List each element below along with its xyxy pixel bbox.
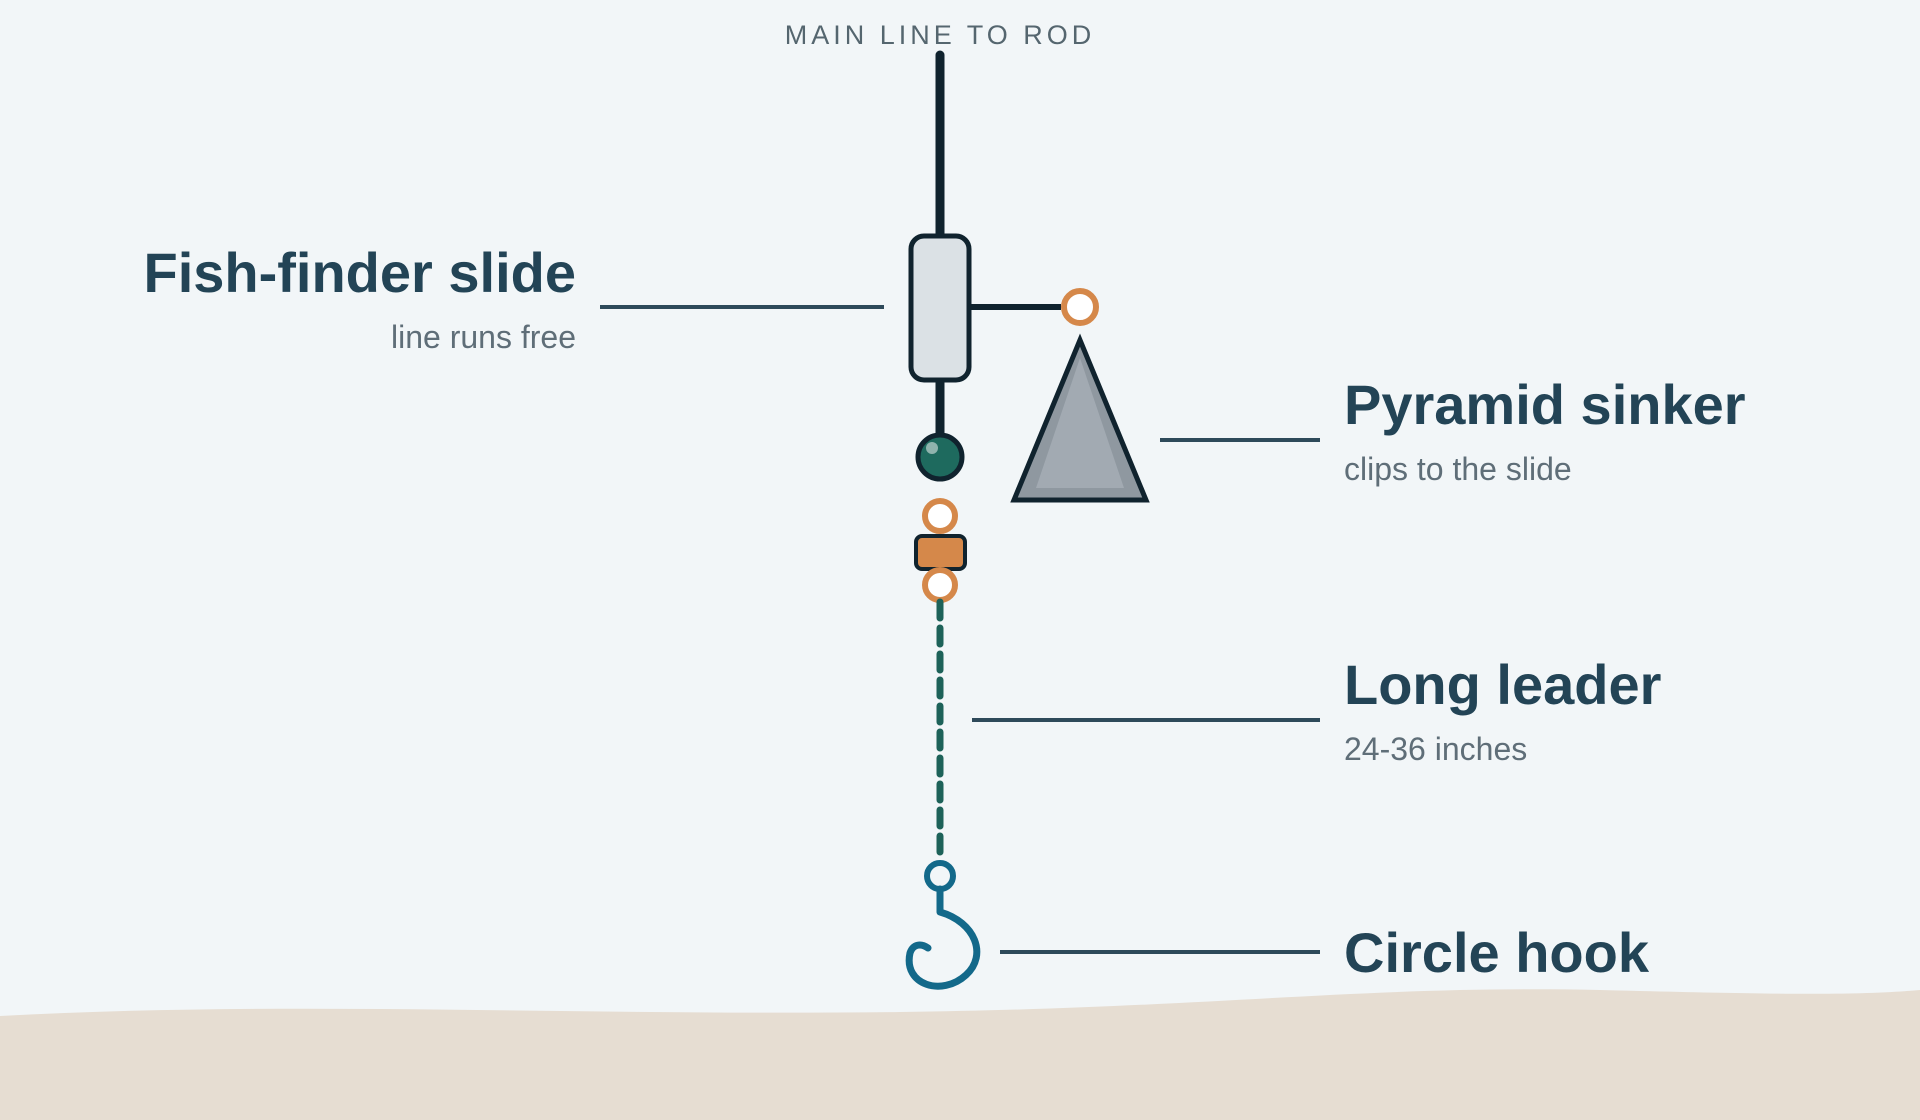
sinker-title: Pyramid sinker: [1344, 373, 1746, 436]
swivel-barrel: [914, 534, 967, 571]
swivel-top-ring: [922, 498, 958, 534]
hook-eye: [924, 860, 956, 892]
sand-bottom: [0, 989, 1920, 1120]
main-line-label: MAIN LINE TO ROD: [785, 20, 1096, 50]
slide-title: Fish-finder slide: [144, 241, 577, 304]
bead-highlight: [926, 442, 938, 454]
slide-subtitle: line runs free: [391, 319, 576, 355]
bead: [915, 432, 965, 482]
leader-subtitle: 24-36 inches: [1344, 731, 1527, 767]
fish-finder-slide: [908, 233, 972, 383]
sinker-subtitle: clips to the slide: [1344, 451, 1572, 487]
swivel-bottom-ring: [922, 567, 958, 603]
pyramid-sinker-face: [1036, 358, 1124, 488]
leader-title: Long leader: [1344, 653, 1661, 716]
sinker-clip-ring: [1061, 288, 1099, 326]
hook-title: Circle hook: [1344, 921, 1650, 984]
circle-hook: [905, 885, 981, 990]
